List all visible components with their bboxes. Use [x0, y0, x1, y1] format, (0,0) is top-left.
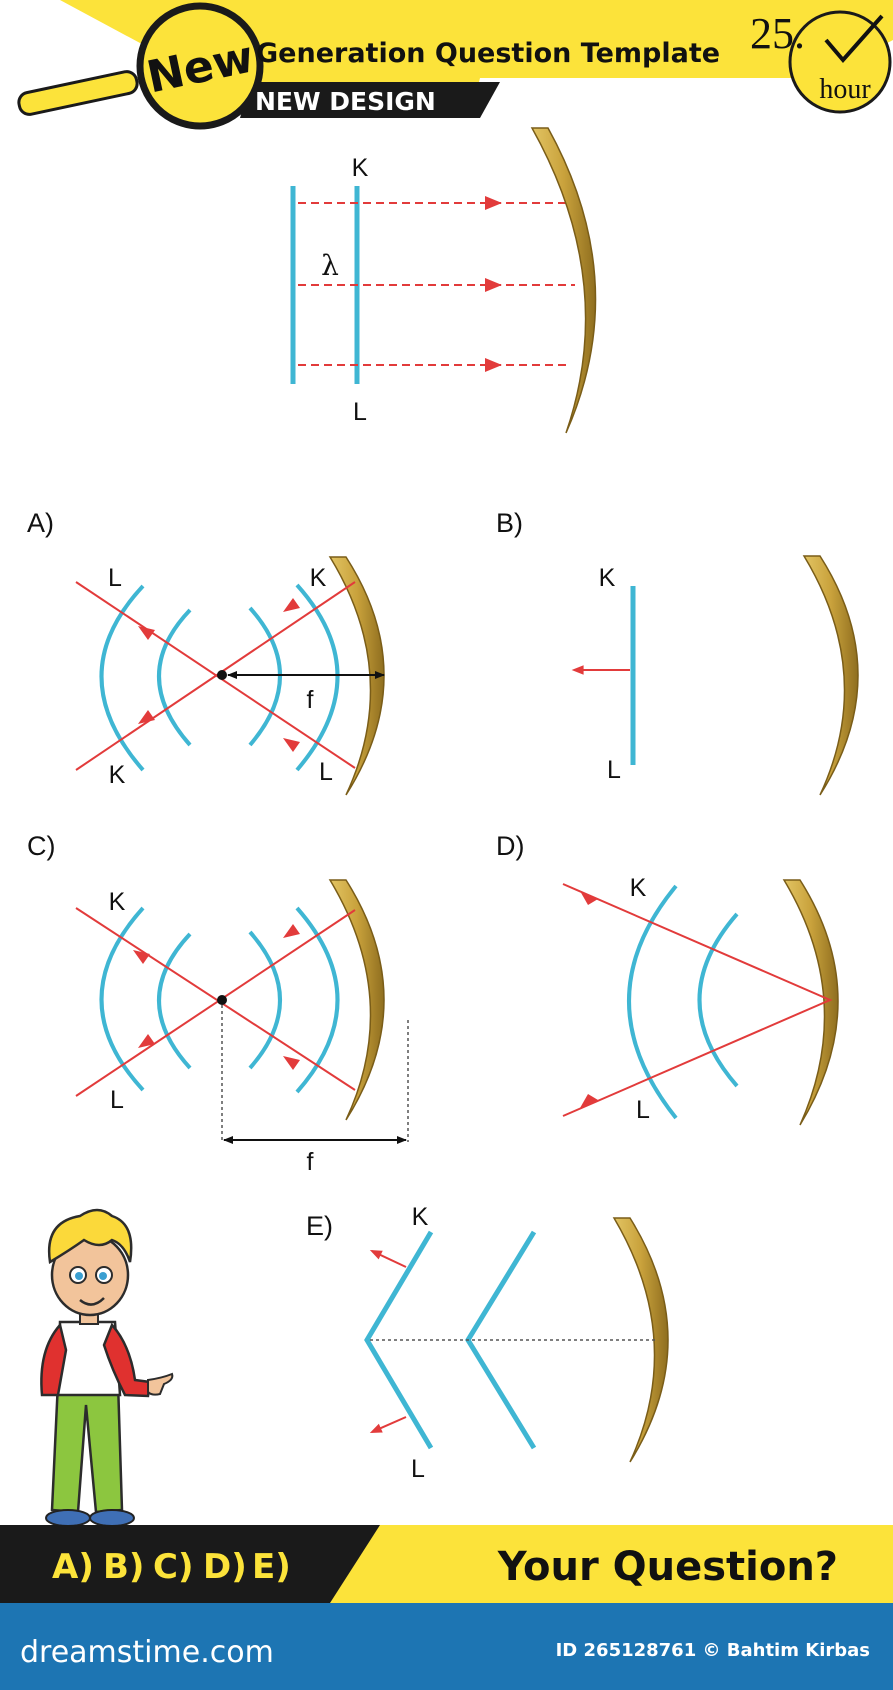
- concave-mirror: [328, 556, 385, 796]
- answer-choice-e[interactable]: E): [252, 1547, 291, 1587]
- footer: A) B) C) D) E) Your Question? dreamstime…: [0, 1525, 893, 1690]
- ray-arrowhead: [138, 1034, 155, 1048]
- answer-choice-d[interactable]: D): [203, 1547, 247, 1587]
- checkmark-icon: [824, 14, 884, 64]
- ray-label: L: [319, 758, 333, 786]
- ray-arrowhead: [580, 891, 598, 905]
- wave-label-bottom: L: [411, 1455, 425, 1483]
- option-c-label: C): [27, 831, 56, 861]
- focal-length-label: f: [307, 1148, 314, 1176]
- ray-arrowhead: [138, 626, 155, 640]
- boy-hair: [47, 1208, 133, 1265]
- answer-choices: A) B) C) D) E): [52, 1547, 291, 1587]
- reflected-ray: [369, 1249, 407, 1268]
- ray-label: K: [310, 564, 327, 592]
- ray-arrowhead: [283, 1056, 300, 1070]
- site-brand: dreamstime.com: [20, 1635, 274, 1670]
- option-a-label: A): [27, 508, 54, 538]
- option-d-label: D): [496, 831, 525, 861]
- wavefront-arc: [295, 906, 340, 1094]
- pointing-hand: [147, 1372, 174, 1396]
- focal-point: [217, 995, 227, 1005]
- cartoon-boy-illustration: [40, 1208, 174, 1527]
- reflected-ray: [369, 1416, 407, 1433]
- wavefront-arc: [99, 584, 145, 772]
- ray-arrowhead: [283, 924, 300, 938]
- concave-mirror: [612, 1217, 669, 1463]
- wavefront-arc: [99, 906, 145, 1092]
- watermark-bar: [0, 1603, 893, 1690]
- wavefront-arc: [627, 884, 678, 1120]
- boy-pupil: [75, 1272, 83, 1280]
- ray-label: L: [110, 1086, 124, 1114]
- option-d: D) K L: [496, 831, 839, 1126]
- answer-bar-dark: [0, 1525, 380, 1603]
- reflected-ray: [75, 907, 356, 1091]
- answer-choice-b[interactable]: B): [103, 1547, 144, 1587]
- wavefront-arc: [697, 912, 739, 1088]
- header-subtitle: NEW DESIGN: [255, 87, 436, 116]
- magnifier-handle: [17, 70, 139, 116]
- boy-shoe: [45, 1509, 91, 1527]
- counter-number: 25.: [750, 9, 805, 58]
- ray-arrowhead: [138, 710, 155, 724]
- answer-choice-c[interactable]: C): [153, 1547, 194, 1587]
- wave-label-top: K: [412, 1203, 429, 1231]
- concave-mirror: [530, 127, 597, 434]
- ray-arrowhead: [485, 196, 502, 210]
- ray-arrowhead: [485, 278, 502, 292]
- magnifier-icon: [136, 2, 264, 130]
- concave-mirror: [782, 879, 839, 1126]
- boy-sleeve: [40, 1322, 68, 1397]
- option-a: A) L K K L f: [27, 508, 385, 796]
- wavefront-arc: [248, 606, 282, 747]
- wave-label-bottom: L: [607, 756, 621, 784]
- reflected-ray: [75, 909, 356, 1097]
- concave-mirror: [802, 555, 859, 796]
- ray-arrowhead: [580, 1094, 598, 1108]
- ray-arrowhead: [485, 358, 502, 372]
- header-title: Generation Question Template: [256, 38, 720, 69]
- boy-smile: [79, 1297, 105, 1306]
- image-credit: ID 265128761 © Bahtim Kirbas: [556, 1640, 870, 1661]
- concave-mirror: [328, 879, 385, 1121]
- ray-label: K: [109, 761, 126, 789]
- focal-point: [217, 670, 227, 680]
- reflected-ray: [75, 581, 356, 769]
- focal-length-label: f: [307, 686, 314, 714]
- ray-label: L: [636, 1096, 650, 1124]
- bent-wavefront: [364, 1230, 434, 1450]
- ray-label: L: [108, 564, 122, 592]
- wavefront-arc: [157, 932, 192, 1070]
- ray-label: K: [630, 874, 647, 902]
- boy-shoe: [89, 1509, 135, 1527]
- wave-label-top: K: [352, 154, 369, 182]
- wave-label-bottom: L: [353, 398, 367, 426]
- wave-label-top: K: [599, 564, 616, 592]
- banner-dark-strip: [240, 82, 500, 118]
- boy-sleeve: [102, 1322, 152, 1398]
- answer-choice-a[interactable]: A): [52, 1547, 94, 1587]
- ray-arrowhead: [283, 738, 300, 752]
- option-e-label: E): [306, 1211, 333, 1241]
- header-banner: New Generation Question Template NEW DES…: [17, 0, 893, 130]
- wavefront-arc: [157, 608, 192, 747]
- ray-label: K: [109, 888, 126, 916]
- top-diagram: K L λ: [290, 127, 597, 434]
- option-e: E) K L: [306, 1203, 669, 1483]
- ray-arrowhead: [133, 950, 150, 964]
- reflected-ray: [562, 883, 833, 1117]
- question-prompt: Your Question?: [497, 1544, 838, 1590]
- option-b: B) K L: [496, 508, 859, 796]
- wavefront-arc: [248, 930, 282, 1070]
- boy-pupil: [99, 1272, 107, 1280]
- bent-wavefront: [465, 1230, 537, 1450]
- option-b-label: B): [496, 508, 523, 538]
- counter-unit: hour: [819, 74, 871, 105]
- boy-trousers: [50, 1380, 124, 1514]
- wavelength-symbol: λ: [321, 249, 339, 282]
- ray-arrowhead: [283, 598, 300, 612]
- option-c: C) K L f: [27, 831, 409, 1176]
